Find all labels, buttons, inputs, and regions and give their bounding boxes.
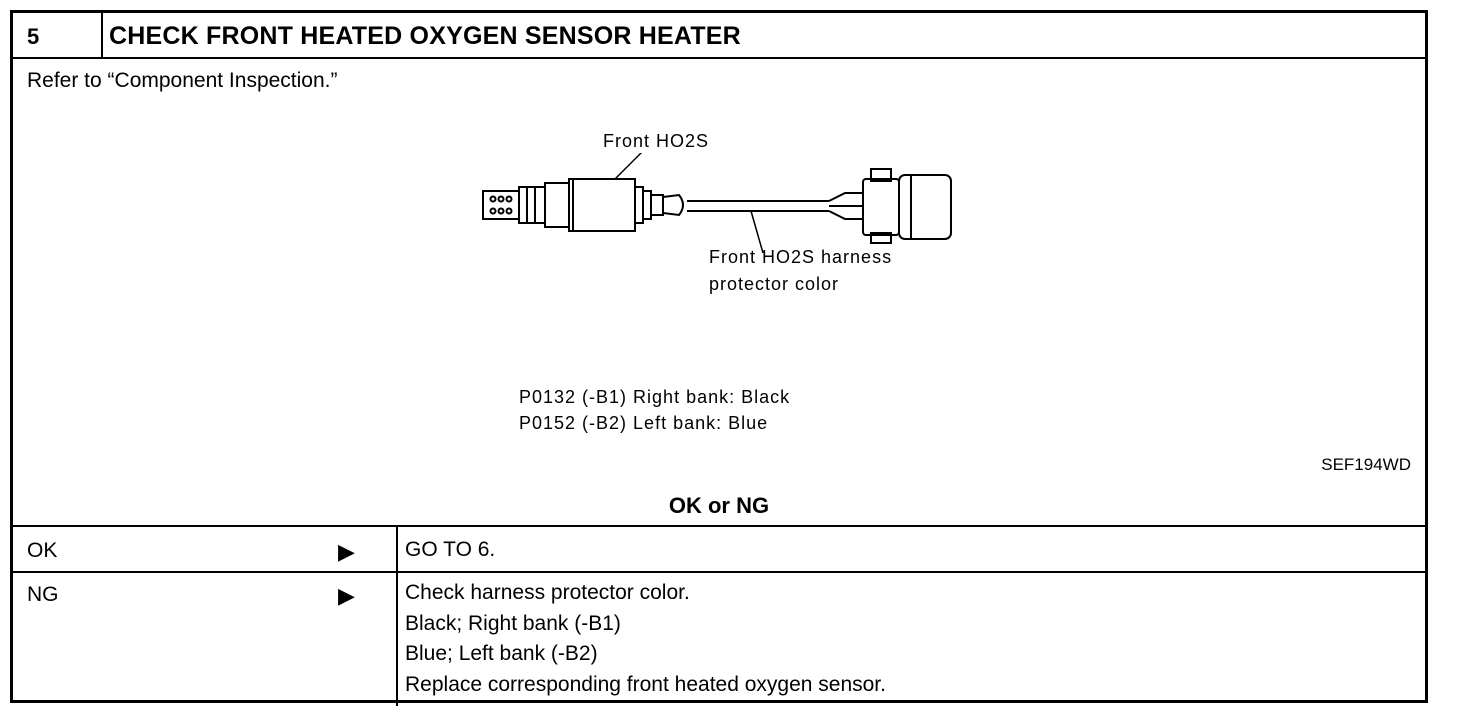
inspection-step-table: 5 CHECK FRONT HEATED OXYGEN SENSOR HEATE… bbox=[10, 10, 1428, 706]
ng-action: Check harness protector color. Black; Ri… bbox=[405, 578, 886, 700]
ok-label: OK bbox=[27, 539, 58, 562]
sensor-label: Front HO2S bbox=[603, 131, 710, 151]
row-divider bbox=[13, 571, 1425, 573]
ng-label: NG bbox=[27, 583, 59, 606]
column-divider bbox=[396, 525, 398, 706]
color-note-b1: P0132 (-B1) Right bank: Black bbox=[519, 387, 791, 407]
refer-text: Refer to “Component Inspection.” bbox=[27, 69, 338, 92]
figure-code: SEF194WD bbox=[1321, 455, 1411, 474]
harness-label-line1: Front HO2S harness bbox=[709, 247, 893, 267]
result-heading: OK or NG bbox=[668, 493, 770, 518]
ng-line: Black; Right bank (-B1) bbox=[405, 611, 621, 635]
ok-action: GO TO 6. bbox=[405, 538, 496, 561]
step-number: 5 bbox=[27, 24, 40, 49]
ng-arrow-icon: ▶ bbox=[338, 583, 355, 608]
oxygen-sensor-illustration bbox=[482, 153, 952, 253]
step-header: 5 CHECK FRONT HEATED OXYGEN SENSOR HEATE… bbox=[13, 13, 1425, 59]
header-divider bbox=[101, 13, 103, 57]
ng-line: Check harness protector color. bbox=[405, 581, 690, 604]
row-divider bbox=[13, 525, 1425, 527]
harness-label-line2: protector color bbox=[709, 274, 840, 294]
step-title: CHECK FRONT HEATED OXYGEN SENSOR HEATER bbox=[109, 22, 741, 50]
ng-line: Replace corresponding front heated oxyge… bbox=[405, 672, 886, 696]
ok-arrow-icon: ▶ bbox=[338, 539, 355, 564]
ng-line: Blue; Left bank (-B2) bbox=[405, 642, 598, 665]
color-note-b2: P0152 (-B2) Left bank: Blue bbox=[519, 413, 769, 433]
